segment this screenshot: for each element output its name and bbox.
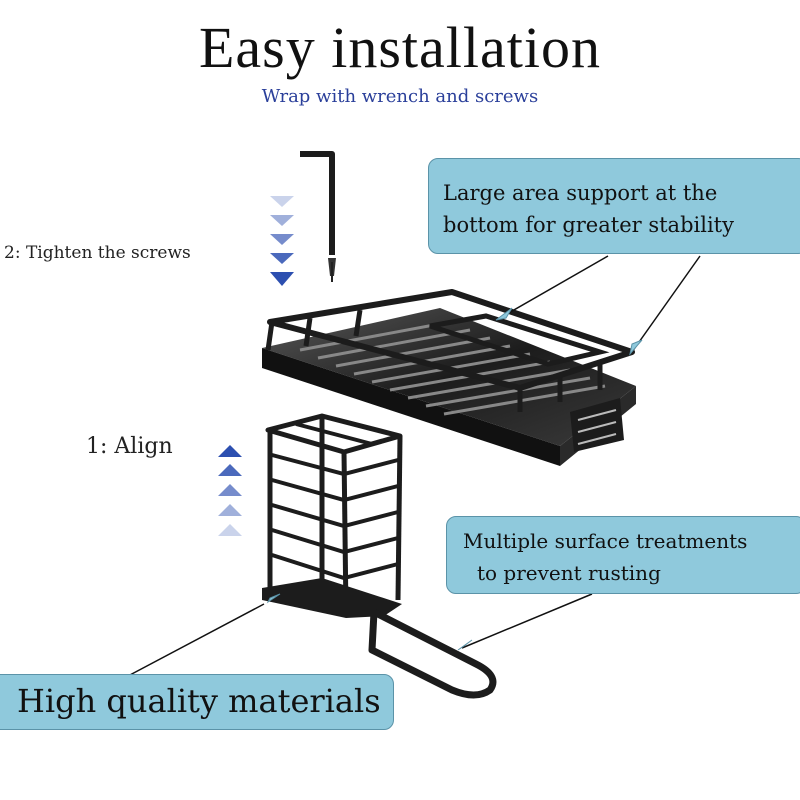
callout-rust: Multiple surface treatments to prevent r… <box>446 516 800 594</box>
callout-materials: High quality materials <box>0 674 394 730</box>
allen-key-icon <box>300 151 335 255</box>
step-align-label: 1: Align <box>86 434 173 459</box>
screw-icon <box>328 258 336 282</box>
page-subtitle: Wrap with wrench and screws <box>261 86 539 107</box>
callout-stability-line1: Large area support at the <box>443 181 718 205</box>
callout-rust-line1: Multiple surface treatments <box>463 529 748 553</box>
down-arrows-icon <box>270 196 294 286</box>
utensil-holder-image <box>262 413 497 699</box>
callout-rust-line2: to prevent rusting <box>477 561 661 585</box>
callout-stability-line2: bottom for greater stability <box>443 213 734 237</box>
shelf-rack-image <box>262 289 636 466</box>
pointer-lines <box>127 255 701 677</box>
callout-stability: Large area support at the bottom for gre… <box>428 158 800 254</box>
step-tighten-label: 2: Tighten the screws <box>4 243 191 263</box>
up-arrows-icon <box>218 445 242 536</box>
page-title: Easy installation <box>199 15 601 80</box>
